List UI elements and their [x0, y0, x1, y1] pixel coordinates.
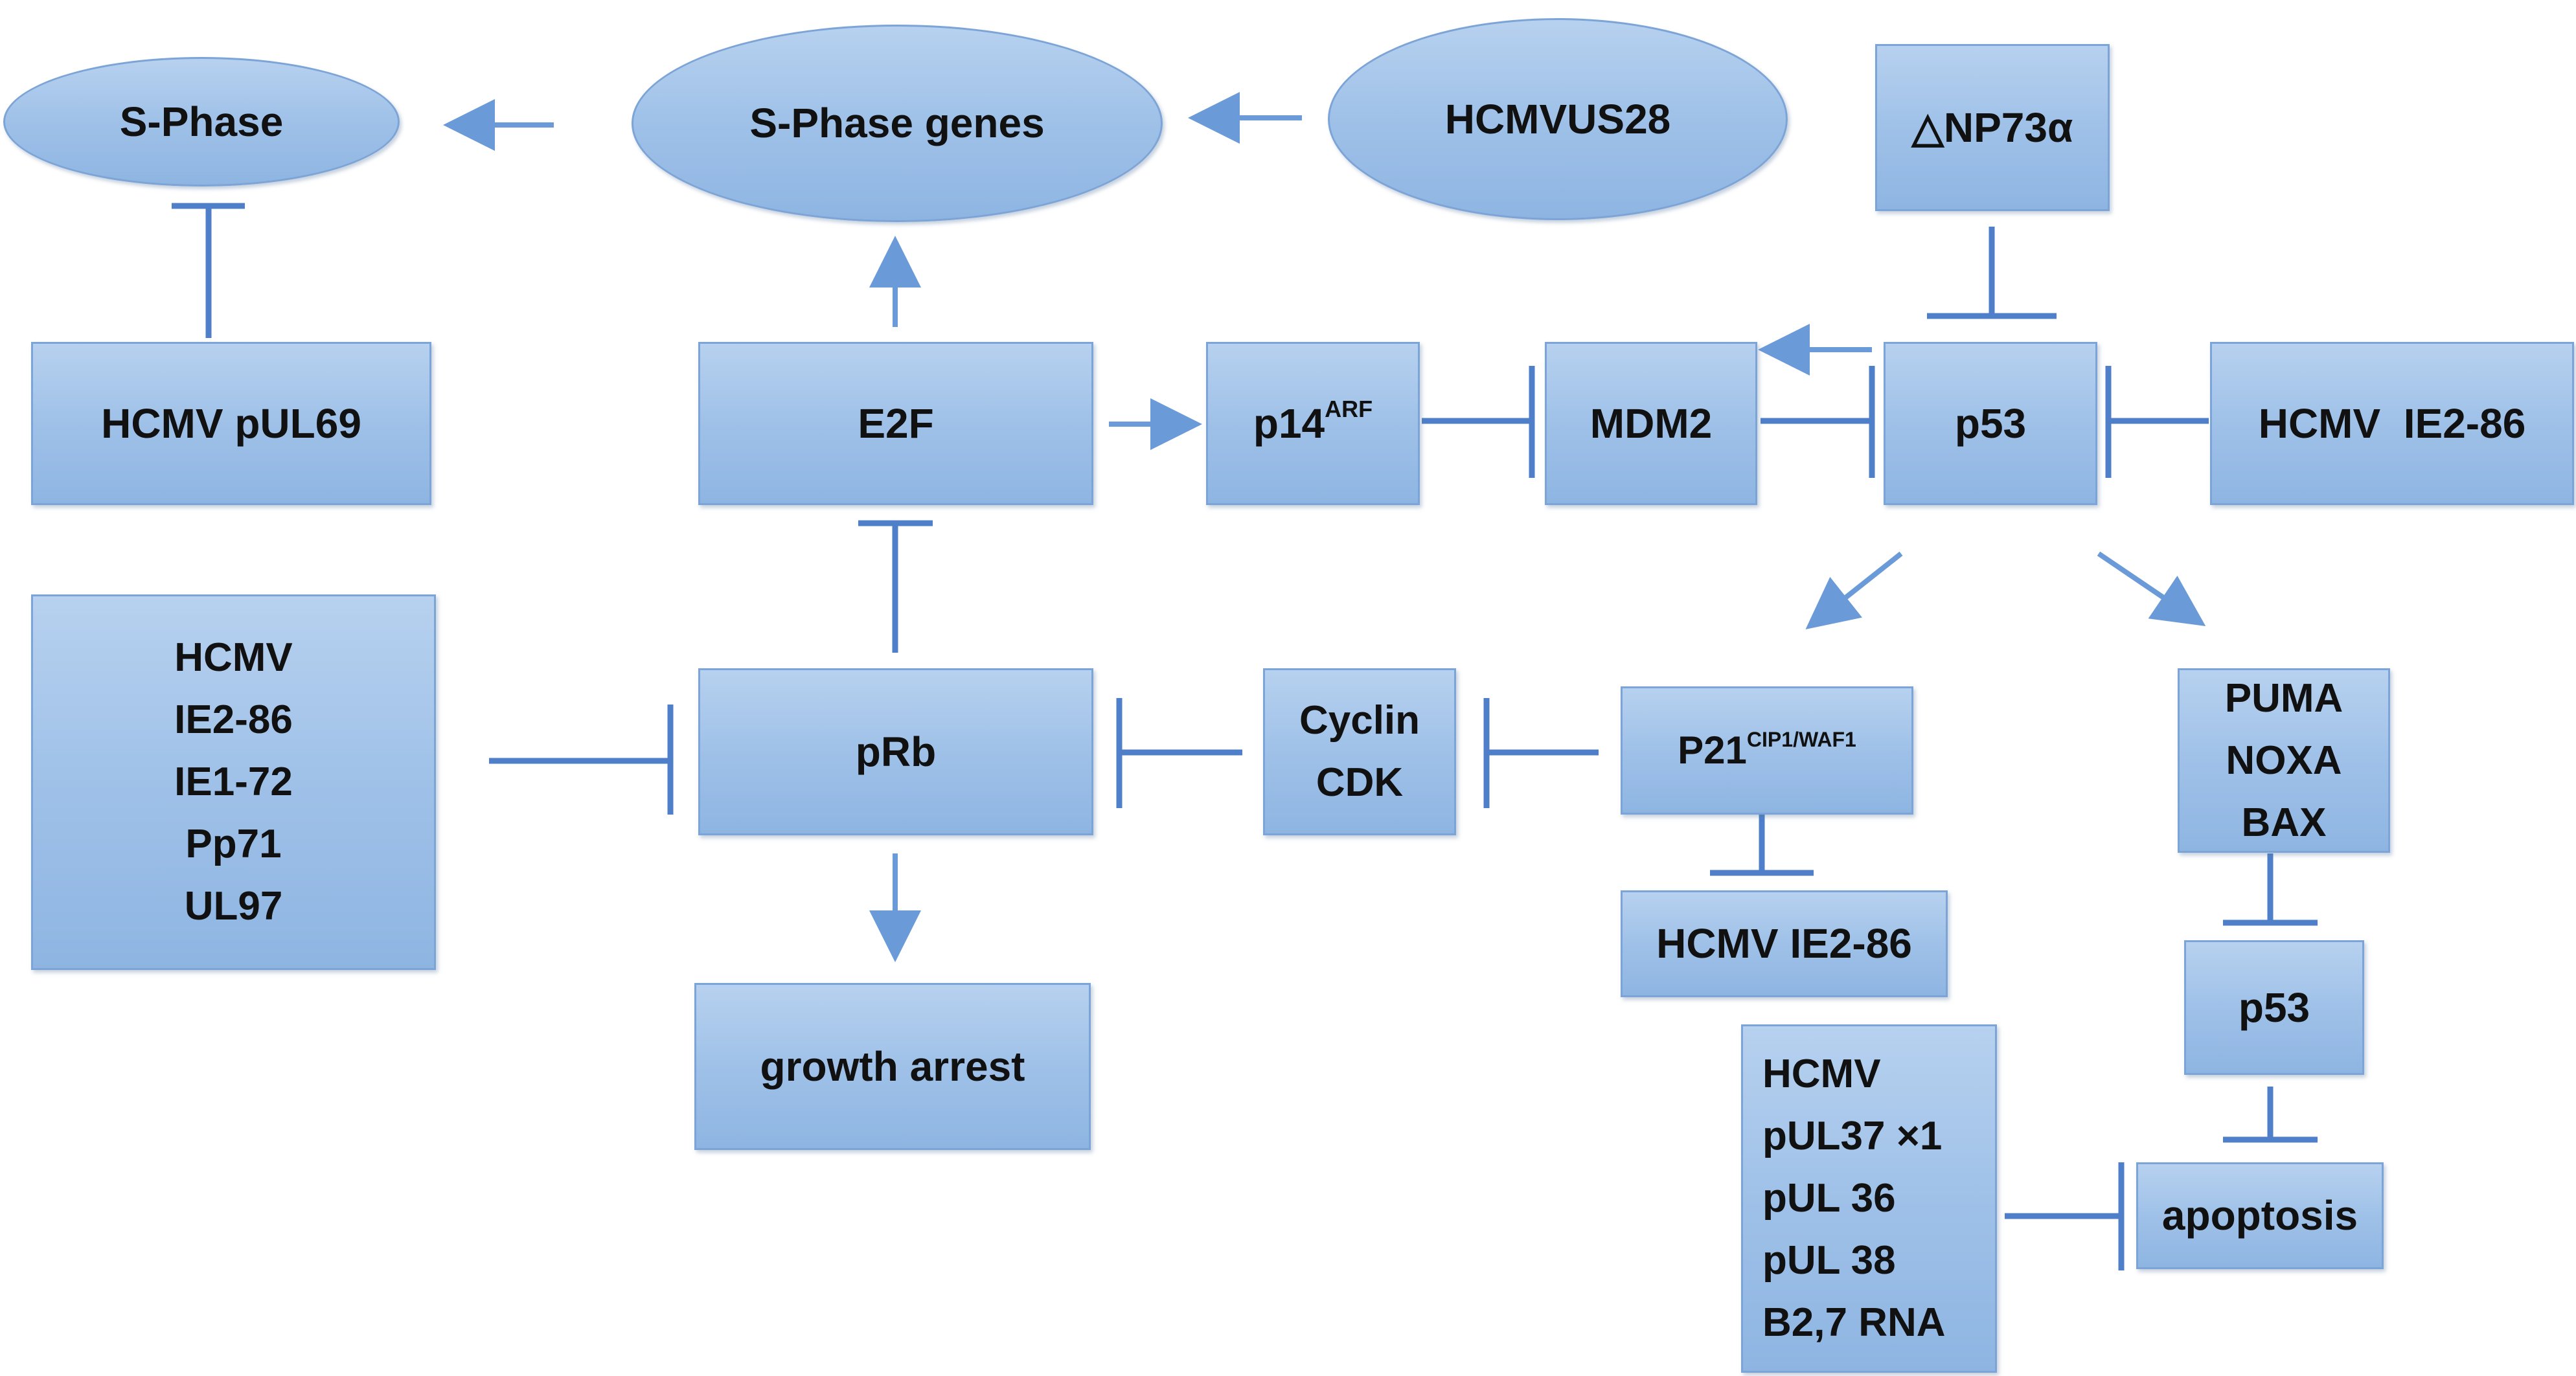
node-growth-arrest-label: growth arrest	[760, 1043, 1025, 1090]
node-p21: P21CIP1/WAF1	[1621, 686, 1913, 815]
inhibit-prb-e2f	[858, 520, 933, 653]
hcmv-group-left-line-5: UL97	[184, 884, 283, 929]
node-hcmv-ie2-86-right-label: HCMV IE2-86	[2258, 400, 2526, 447]
node-growth-arrest: growth arrest	[694, 983, 1091, 1150]
node-cyclin-cdk: Cyclin CDK	[1263, 668, 1456, 835]
node-dnp73a-label: △NP73α	[1911, 104, 2073, 151]
hcmv-group-left-line-4: Pp71	[185, 822, 282, 866]
p21-superscript: CIP1/WAF1	[1746, 728, 1856, 751]
inhibit-mdm2-p53	[1761, 366, 1875, 478]
noxa-label: NOXA	[2226, 738, 2342, 783]
bax-label: BAX	[2241, 800, 2327, 845]
node-s-phase-genes-label: S-Phase genes	[749, 100, 1045, 147]
cyclin-label: Cyclin	[1299, 698, 1420, 743]
p21-base: P21	[1678, 728, 1747, 772]
hcmv-group-left-line-1: HCMV	[174, 635, 293, 680]
node-p53-main-label: p53	[1954, 400, 2027, 447]
node-prb: pRb	[698, 668, 1093, 835]
node-prb-label: pRb	[855, 728, 937, 775]
node-p53-lower-label: p53	[2238, 984, 2310, 1031]
node-p21-label: P21CIP1/WAF1	[1678, 727, 1856, 774]
node-e2f: E2F	[698, 342, 1093, 505]
node-hcmv-group-left: HCMV IE2-86 IE1-72 Pp71 UL97	[31, 594, 436, 970]
inhibit-p21-ie286	[1710, 815, 1814, 876]
node-hcmv-pul69-label: HCMV pUL69	[101, 400, 361, 447]
node-s-phase: S-Phase	[3, 57, 400, 186]
hcmv-group-bottom-line-1: HCMV	[1762, 1052, 1881, 1096]
node-hcmv-group-bottom: HCMV pUL37 ×1 pUL 36 pUL 38 B2,7 RNA	[1741, 1024, 1997, 1373]
node-p53-lower: p53	[2184, 940, 2364, 1075]
node-apoptosis-label: apoptosis	[2161, 1192, 2358, 1239]
inhibit-cyclin-prb	[1116, 698, 1242, 808]
node-hcmv-ie2-86-right: HCMV IE2-86	[2210, 342, 2574, 505]
p14-superscript: ARF	[1325, 395, 1373, 422]
node-hcmv-ie2-86-bottom: HCMV IE2-86	[1621, 890, 1948, 997]
inhibit-ie286-p53	[2105, 366, 2209, 478]
inhibit-hcmvbottom-apoptosis	[2005, 1162, 2125, 1270]
inhibit-p21-cyclin	[1483, 698, 1599, 808]
hcmv-group-bottom-line-2: pUL37 ×1	[1762, 1114, 1943, 1158]
node-s-phase-genes: S-Phase genes	[632, 25, 1163, 222]
node-dnp73a: △NP73α	[1875, 44, 2110, 211]
node-s-phase-label: S-Phase	[119, 98, 284, 145]
node-p53-main: p53	[1884, 342, 2097, 505]
node-mdm2: MDM2	[1545, 342, 1757, 505]
arrow-p53-to-p21	[1805, 551, 1903, 629]
hcmv-group-bottom-line-4: pUL 38	[1762, 1238, 1896, 1283]
node-p14arf-label: p14ARF	[1253, 395, 1373, 449]
inhibit-puma-p53	[2223, 853, 2318, 926]
inhibit-pul69-sphase	[172, 203, 245, 338]
inhibit-hcmvgroup-prb	[489, 705, 674, 815]
inhibit-p14-mdm2	[1422, 366, 1535, 478]
node-hcmv-ie2-86-bottom-label: HCMV IE2-86	[1656, 920, 1912, 967]
node-apoptosis: apoptosis	[2136, 1162, 2384, 1269]
node-hcmvus28: HCMVUS28	[1328, 18, 1788, 220]
node-e2f-label: E2F	[858, 400, 934, 447]
node-hcmvus28-label: HCMVUS28	[1444, 95, 1671, 142]
inhibit-dnp73-p53	[1927, 227, 2057, 319]
node-p14arf: p14ARF	[1206, 342, 1420, 505]
hcmv-group-left-line-3: IE1-72	[174, 760, 293, 804]
p14-base: p14	[1253, 400, 1325, 447]
arrow-p53-to-puma	[2097, 551, 2206, 626]
cdk-label: CDK	[1316, 760, 1404, 805]
puma-label: PUMA	[2224, 675, 2343, 721]
hcmv-group-bottom-line-3: pUL 36	[1762, 1176, 1896, 1221]
node-puma-noxa-bax: PUMA NOXA BAX	[2178, 668, 2390, 853]
node-mdm2-label: MDM2	[1590, 400, 1713, 447]
inhibit-p53-apoptosis	[2223, 1087, 2318, 1143]
hcmv-group-bottom-line-5: B2,7 RNA	[1762, 1300, 1946, 1345]
node-hcmv-pul69: HCMV pUL69	[31, 342, 431, 505]
hcmv-group-left-line-2: IE2-86	[174, 697, 293, 742]
